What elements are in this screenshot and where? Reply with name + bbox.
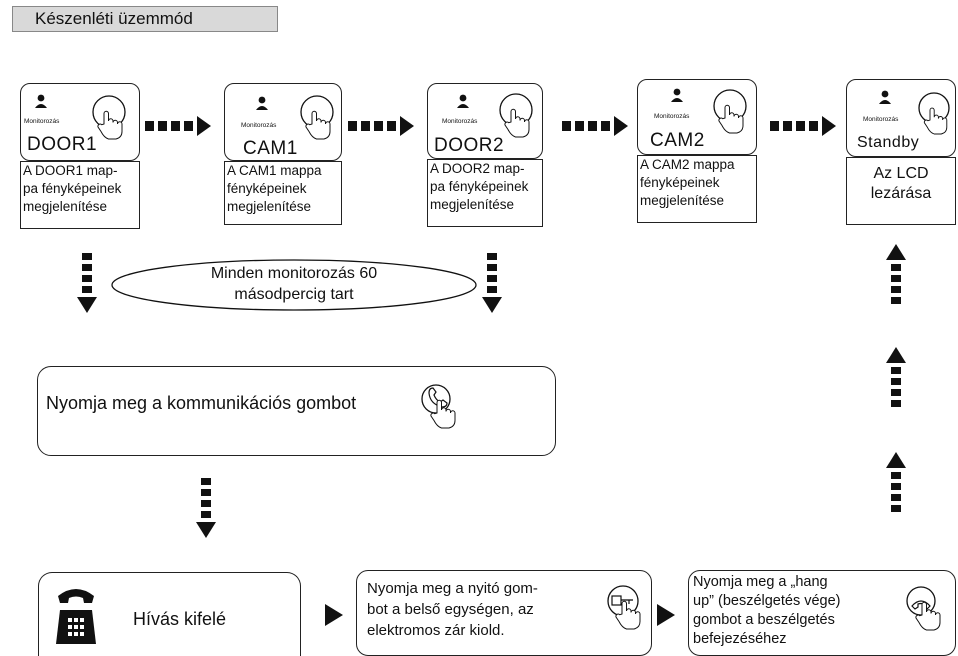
- monitoring-label: Monitorozás: [442, 118, 478, 125]
- desc-line: megjelenítése: [23, 199, 108, 214]
- device-standby: Monitorozás Standby: [846, 79, 956, 157]
- person-icon: [256, 96, 268, 110]
- arrow-up-icon: [886, 452, 906, 512]
- hangup-line: Nyomja meg a „hang: [693, 574, 828, 590]
- hangup-line: gombot a beszélgetés: [693, 612, 835, 628]
- desc-line: megjelenítése: [227, 199, 312, 214]
- touch-button-icon: [499, 93, 533, 138]
- monitoring-label: Monitorozás: [863, 116, 899, 123]
- talk-button-icon: [421, 384, 456, 429]
- monitoring-label: Monitorozás: [654, 113, 690, 120]
- device-description: A CAM2 mappa fényképeinek megjelenítése: [637, 155, 757, 223]
- arrow-down-icon: [77, 253, 97, 313]
- desc-line: pa fényképeinek: [23, 181, 122, 196]
- call-out-text: Hívás kifelé: [133, 609, 227, 629]
- page-title: Készenléti üzemmód: [12, 6, 278, 32]
- unlock-key-icon: [607, 585, 641, 630]
- touch-button-icon: [92, 95, 126, 140]
- ellipse-line: másodpercig tart: [234, 286, 354, 303]
- desc-line: megjelenítése: [430, 197, 515, 212]
- desc-line: fényképeinek: [640, 175, 720, 190]
- arrow-right-icon: [348, 116, 414, 136]
- arrow-right-icon: [562, 116, 628, 136]
- touch-button-icon: [713, 89, 747, 134]
- desc-line: A CAM2 mappa: [640, 157, 735, 172]
- monitoring-label: Monitorozás: [241, 122, 277, 129]
- press-communication-box: Nyomja meg a kommunikációs gombot: [37, 366, 556, 456]
- device-description: Az LCD lezárása: [846, 157, 956, 225]
- device-label: CAM2: [650, 130, 705, 151]
- unlock-line: bot a belső egységen, az: [367, 601, 534, 618]
- device-label: DOOR2: [434, 135, 505, 156]
- arrow-down-icon: [482, 253, 502, 313]
- device-label: Standby: [857, 134, 920, 151]
- device-label: CAM1: [243, 138, 298, 159]
- ellipse-line: Minden monitorozás 60: [210, 265, 378, 282]
- device-description: A DOOR2 map- pa fényképeinek megjeleníté…: [427, 159, 543, 227]
- hangup-box: Nyomja meg a „hang up” (beszélgetés vége…: [688, 570, 956, 656]
- unlock-box: Nyomja meg a nyitó gom- bot a belső egys…: [356, 570, 652, 656]
- desc-line: pa fényképeinek: [430, 179, 529, 194]
- arrow-up-icon: [886, 244, 906, 304]
- desc-line: A CAM1 mappa: [227, 163, 322, 178]
- person-icon: [457, 94, 469, 108]
- arrow-down-icon: [196, 478, 216, 538]
- desc-line: Az LCD: [873, 165, 929, 182]
- desc-line: lezárása: [870, 185, 932, 202]
- hangup-button-icon: [906, 586, 941, 631]
- device-label: DOOR1: [27, 134, 98, 155]
- desc-line: A DOOR1 map-: [23, 163, 118, 178]
- ellipse-shape: [111, 259, 477, 311]
- arrow-right-icon: [657, 604, 675, 626]
- hangup-line: up” (beszélgetés vége): [693, 593, 841, 609]
- person-icon: [671, 88, 683, 102]
- desc-line: megjelenítése: [640, 193, 725, 208]
- unlock-text: Nyomja meg a nyitó gom- bot a belső egys…: [367, 578, 538, 641]
- device-description: A CAM1 mappa fényképeinek megjelenítése: [224, 161, 342, 225]
- touch-button-icon: [300, 95, 334, 140]
- phone-icon: [56, 589, 96, 644]
- person-icon: [35, 94, 47, 108]
- monitoring-label: Monitorozás: [24, 118, 60, 125]
- press-communication-text: Nyomja meg a kommunikációs gombot: [46, 393, 357, 413]
- arrow-right-icon: [145, 116, 211, 136]
- person-icon: [879, 90, 891, 104]
- desc-line: A DOOR2 map-: [430, 161, 525, 176]
- arrow-right-icon: [770, 116, 836, 136]
- desc-line: fényképeinek: [227, 181, 307, 196]
- ellipse-note: Minden monitorozás 60 másodpercig tart: [118, 263, 470, 305]
- arrow-up-icon: [886, 347, 906, 407]
- arrow-right-icon: [325, 604, 343, 626]
- unlock-line: Nyomja meg a nyitó gom-: [367, 580, 538, 597]
- hangup-line: befejezéséhez: [693, 631, 787, 647]
- hangup-text: Nyomja meg a „hang up” (beszélgetés vége…: [693, 573, 841, 649]
- unlock-line: elektromos zár kiold.: [367, 622, 505, 639]
- device-description: A DOOR1 map- pa fényképeinek megjeleníté…: [20, 161, 140, 229]
- touch-button-icon: [918, 92, 950, 135]
